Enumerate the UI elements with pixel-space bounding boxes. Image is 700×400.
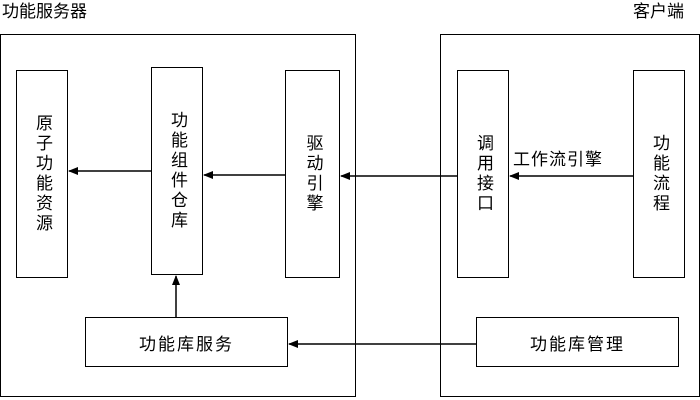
driver-engine-box: 驱动引擎 xyxy=(285,70,340,278)
library-service-box: 功能库服务 xyxy=(85,317,288,367)
function-flow-box: 功能流程 xyxy=(633,70,685,278)
library-management-label: 功能库管理 xyxy=(530,334,625,355)
component-repository-label: 功能组件仓库 xyxy=(167,111,187,231)
call-interface-label: 调用接口 xyxy=(473,134,493,214)
server-region xyxy=(0,34,356,397)
library-management-box: 功能库管理 xyxy=(476,317,679,367)
server-title: 功能服务器 xyxy=(2,2,87,22)
call-interface-box: 调用接口 xyxy=(457,70,509,278)
atomic-resources-label: 原子功能资源 xyxy=(32,114,52,234)
client-title: 客户端 xyxy=(633,2,684,22)
component-repository-box: 功能组件仓库 xyxy=(151,67,203,275)
library-service-label: 功能库服务 xyxy=(139,334,234,355)
driver-engine-label: 驱动引擎 xyxy=(302,134,323,214)
workflow-engine-label: 工作流引擎 xyxy=(513,150,603,170)
atomic-resources-box: 原子功能资源 xyxy=(16,70,68,278)
function-flow-label: 功能流程 xyxy=(649,134,669,214)
